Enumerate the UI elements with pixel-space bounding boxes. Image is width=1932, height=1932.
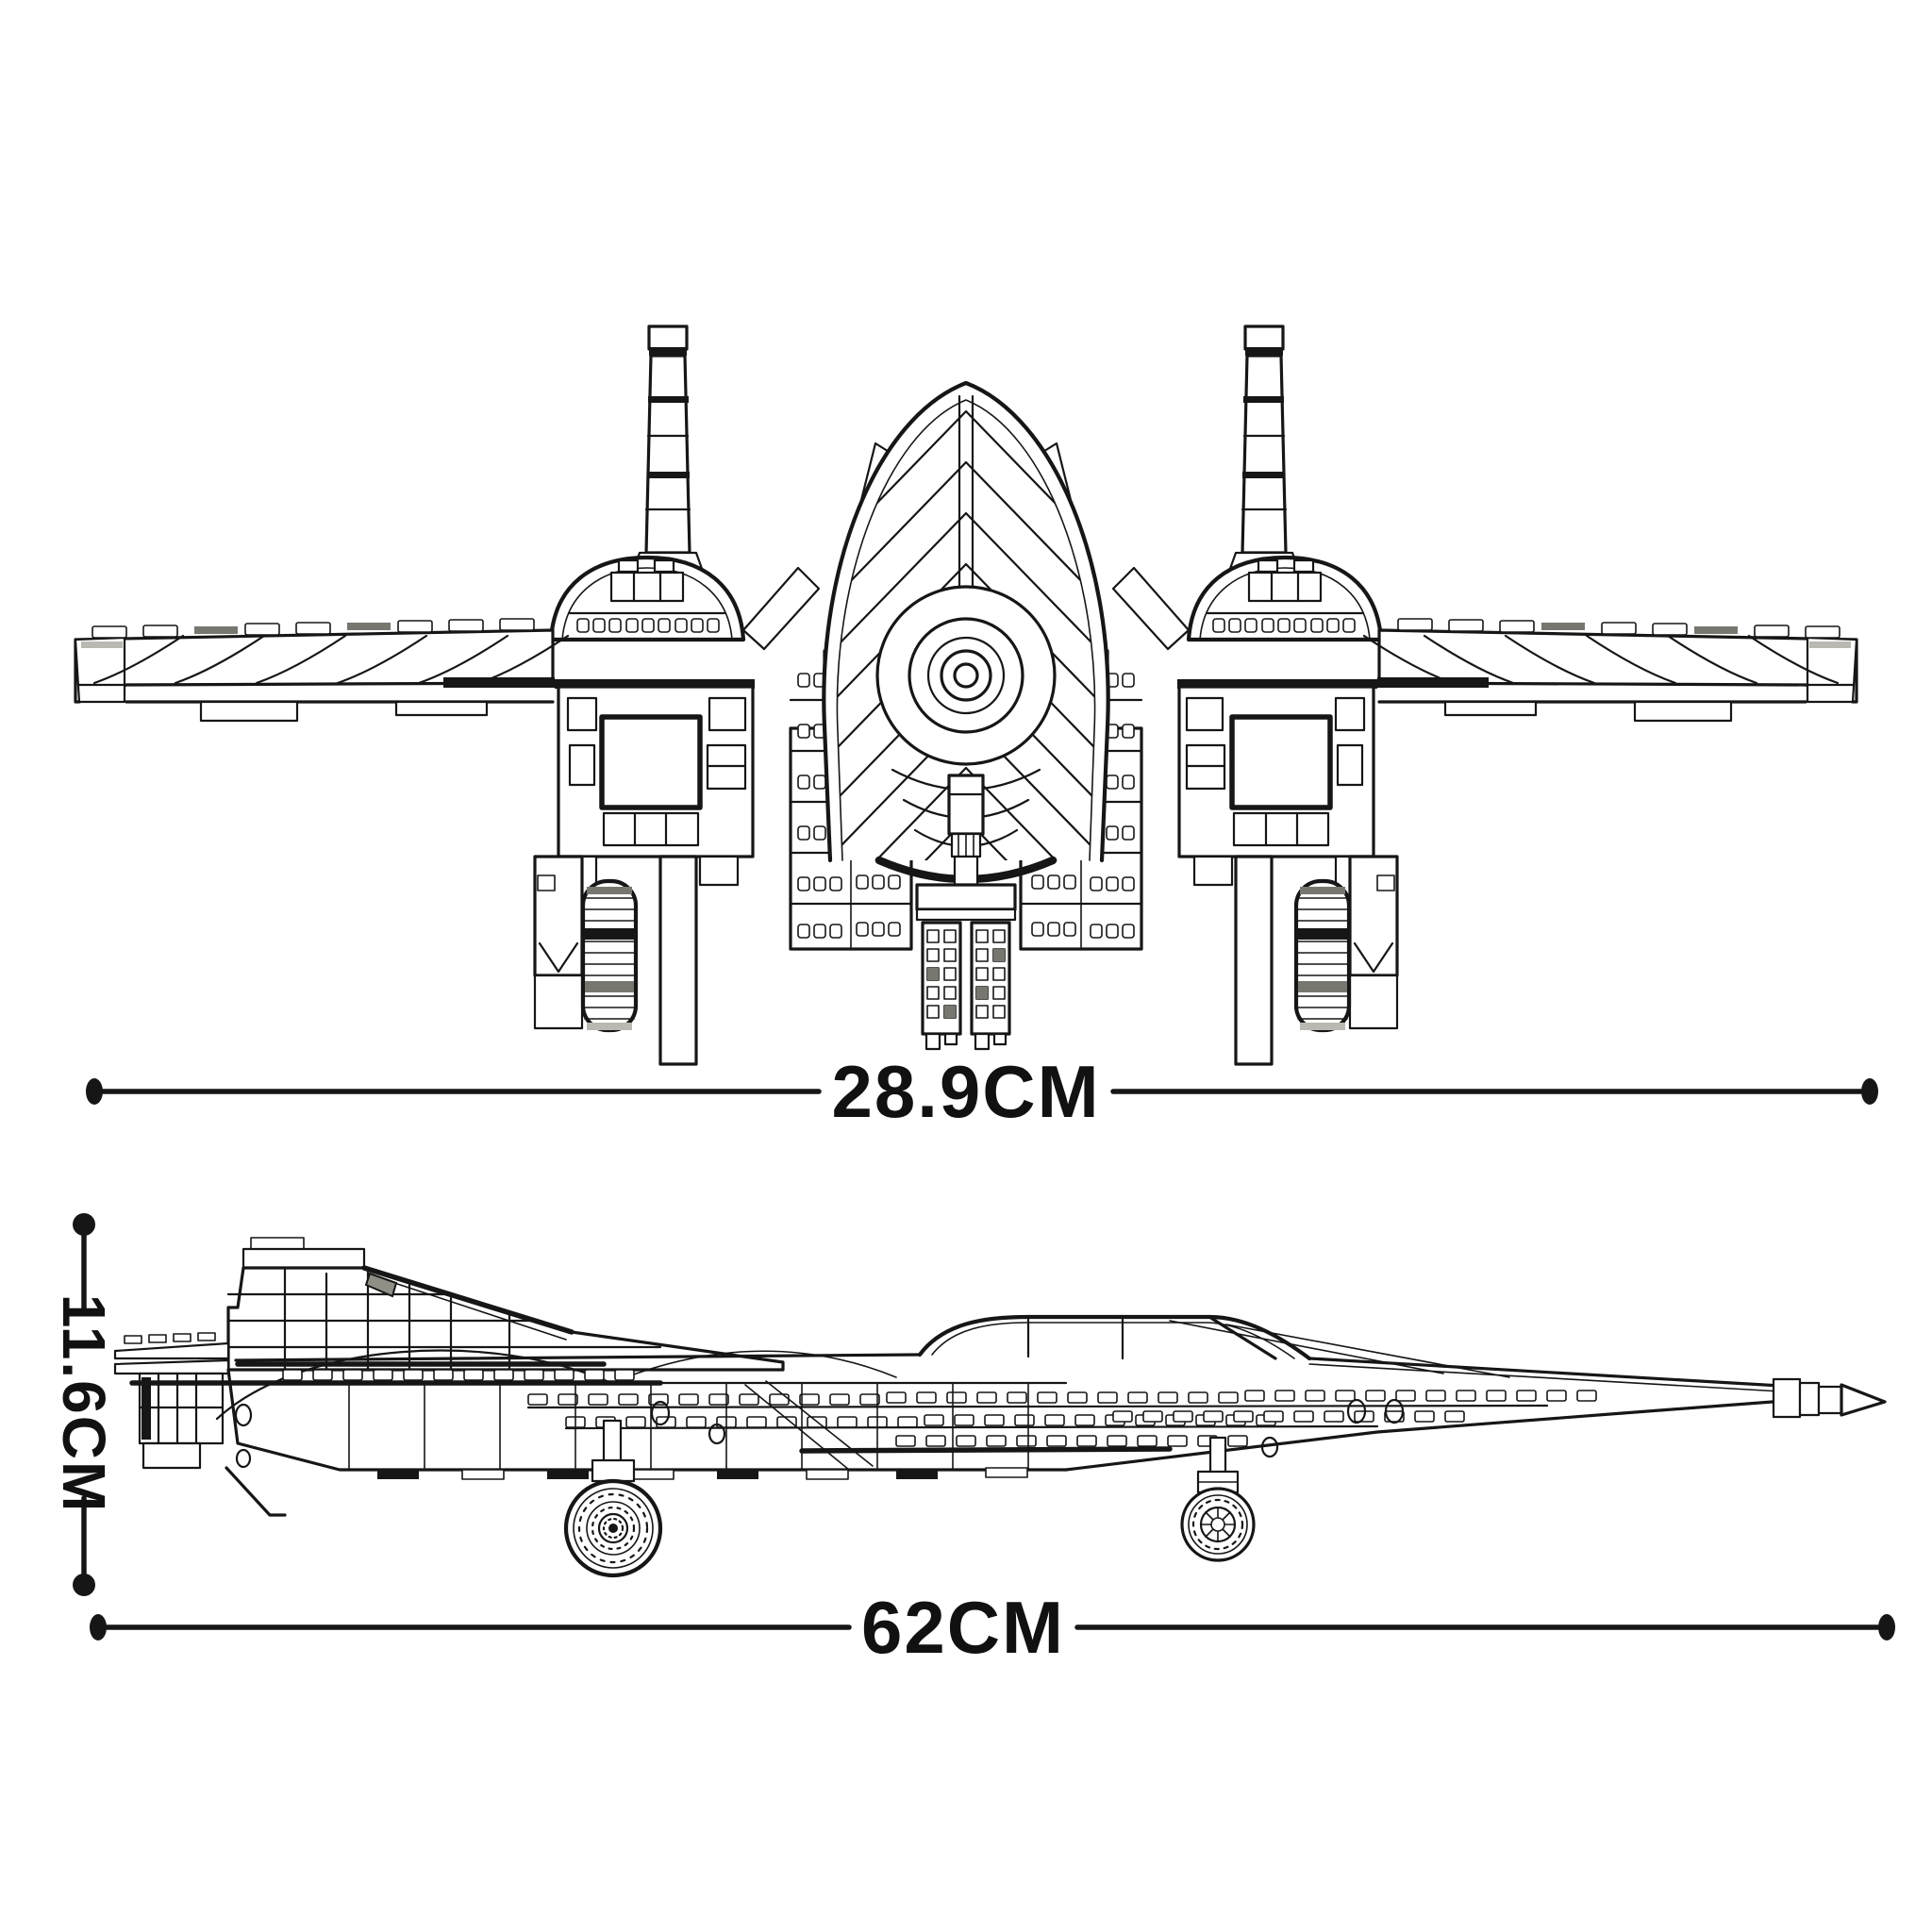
side-main-wheel xyxy=(563,1478,663,1578)
side-front-gear xyxy=(1180,1436,1256,1562)
dim-endpoint-dot xyxy=(90,1614,107,1641)
nose-wheel-pair xyxy=(921,921,1011,1051)
wingspan-dimension: 28.9CM xyxy=(86,1050,1878,1133)
length-dimension: 62CM xyxy=(90,1586,1895,1669)
side-front-wheel xyxy=(1180,1487,1256,1562)
nose-landing-gear xyxy=(915,774,1017,1051)
side-main-gear xyxy=(563,1419,663,1578)
wingspan-label: 28.9CM xyxy=(831,1050,1100,1133)
dim-endpoint-dot xyxy=(1878,1614,1895,1641)
belly-tabs xyxy=(377,1467,1028,1480)
tail-fin xyxy=(226,1237,785,1372)
nose-tip xyxy=(1772,1377,1887,1419)
dim-endpoint-dot xyxy=(73,1574,95,1596)
side-fuselage xyxy=(129,1314,1887,1480)
length-label: 62CM xyxy=(861,1586,1065,1669)
side-view-drawing xyxy=(113,1237,1887,1578)
radome xyxy=(875,585,1057,766)
front-view-drawing xyxy=(75,326,1857,1064)
dim-endpoint-dot xyxy=(1861,1078,1878,1105)
height-dimension: 11.6CM xyxy=(50,1213,118,1596)
dim-endpoint-dot xyxy=(86,1078,103,1105)
dim-endpoint-dot xyxy=(73,1213,95,1236)
height-label: 11.6CM xyxy=(50,1294,118,1514)
